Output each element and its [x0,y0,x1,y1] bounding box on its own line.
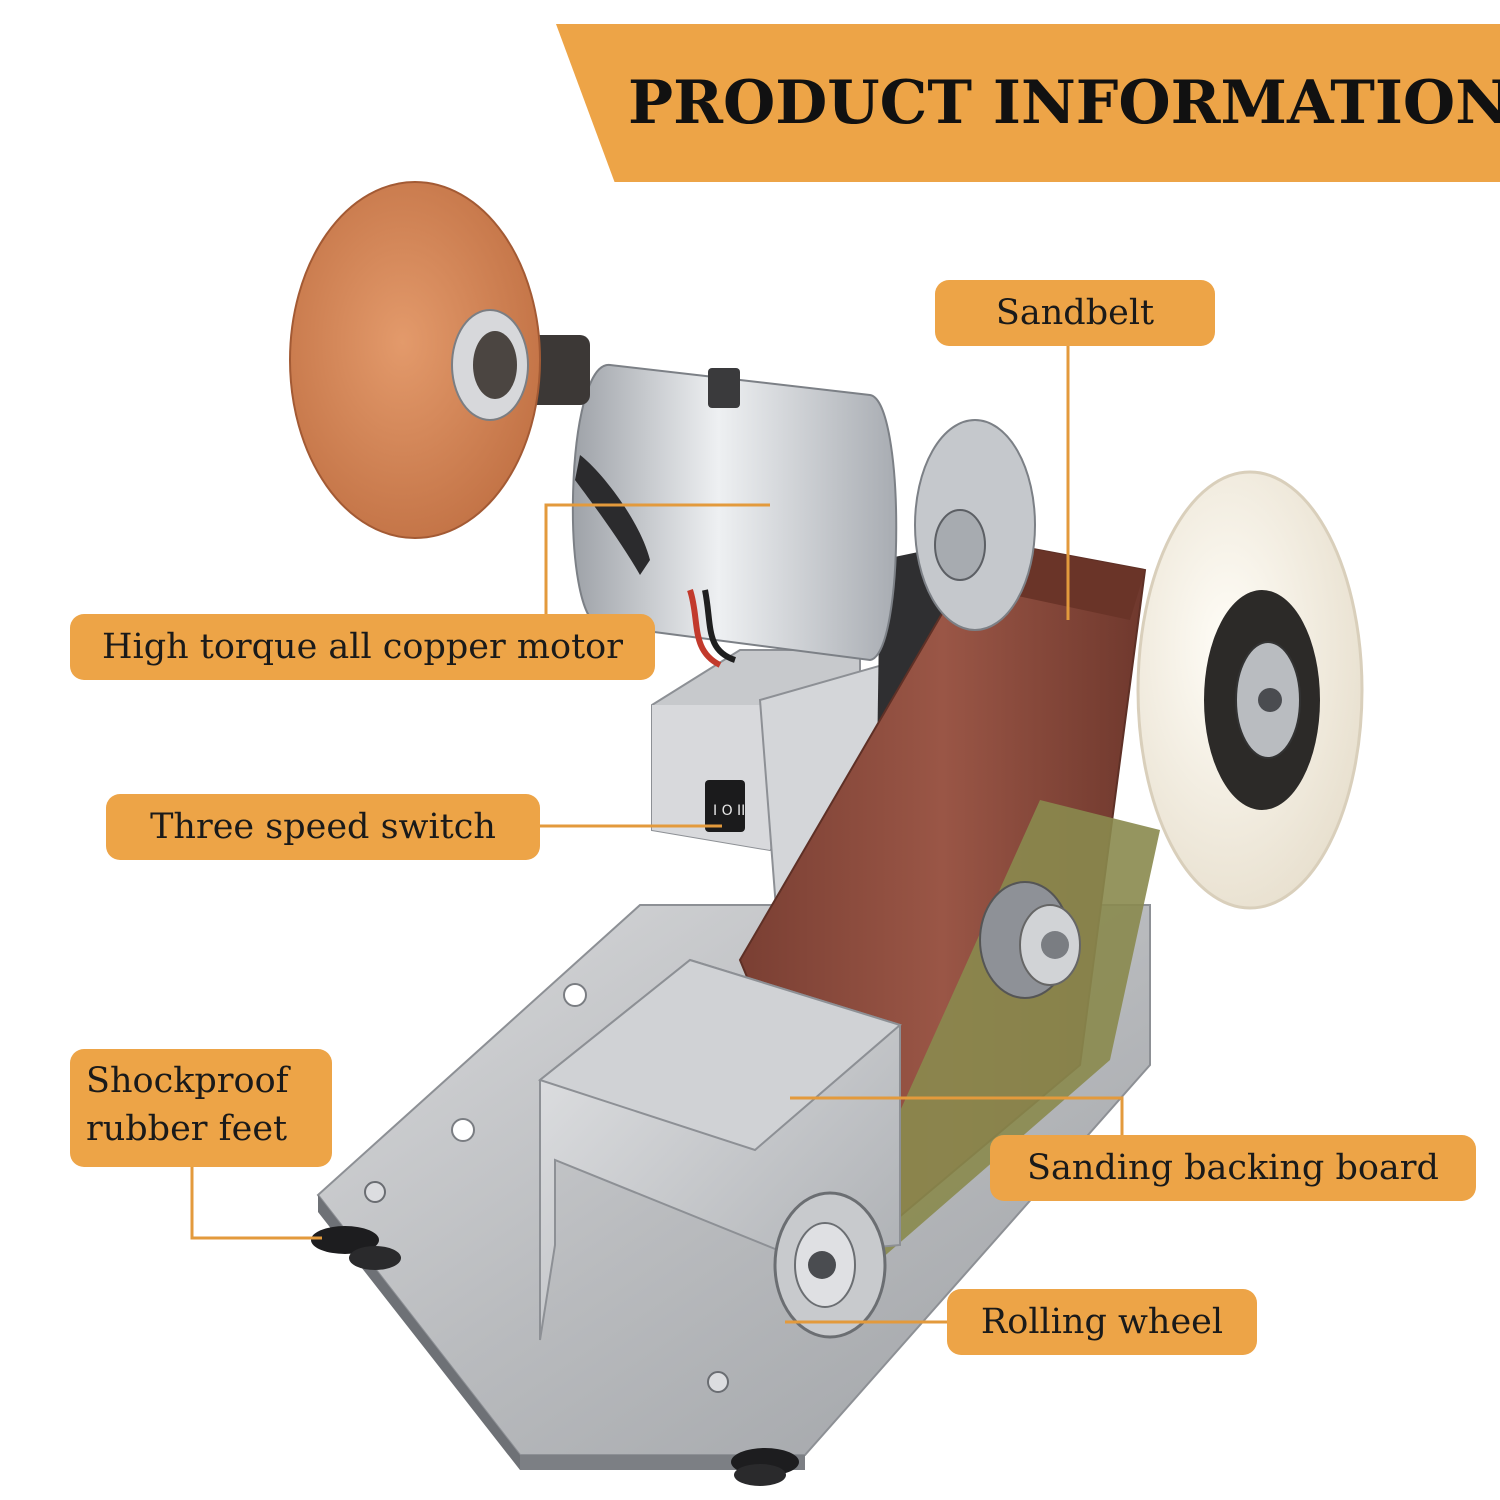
mount-hole [451,1118,475,1142]
rolling-wheel [773,1191,887,1339]
label-speed-switch: Three speed switch [106,794,540,860]
label-motor: High torque all copper motor [70,614,655,680]
motor [571,363,1036,668]
rocker-switch [705,780,745,832]
label-rolling-wheel: Rolling wheel [947,1289,1257,1355]
leader-board [790,1096,1124,1135]
label-sandbelt: Sandbelt [935,280,1215,346]
label-rubber-feet: Shockproof rubber feet [70,1049,332,1167]
page-title: PRODUCT INFORMATION [628,68,1500,138]
backing-canvas [860,800,1160,1260]
motor-vent [708,368,740,408]
label-rubber-feet-line1: Shockproof [86,1061,289,1101]
wool-polishing-wheel [1136,470,1364,910]
mount-hole [563,983,587,1007]
label-backing-board: Sanding backing board [990,1135,1476,1201]
leader-motor [544,503,770,614]
rubber-feet [311,1226,799,1486]
leader-lines [190,346,1124,1324]
screw [364,1181,386,1203]
label-rubber-feet-line2: rubber feet [86,1109,288,1149]
leader-feet [190,1167,322,1240]
screw [707,1371,729,1393]
grinding-wheel [289,181,590,539]
title-banner [556,24,1500,182]
svg-text:I O II: I O II [713,803,745,819]
bearing-wheel [979,881,1081,999]
